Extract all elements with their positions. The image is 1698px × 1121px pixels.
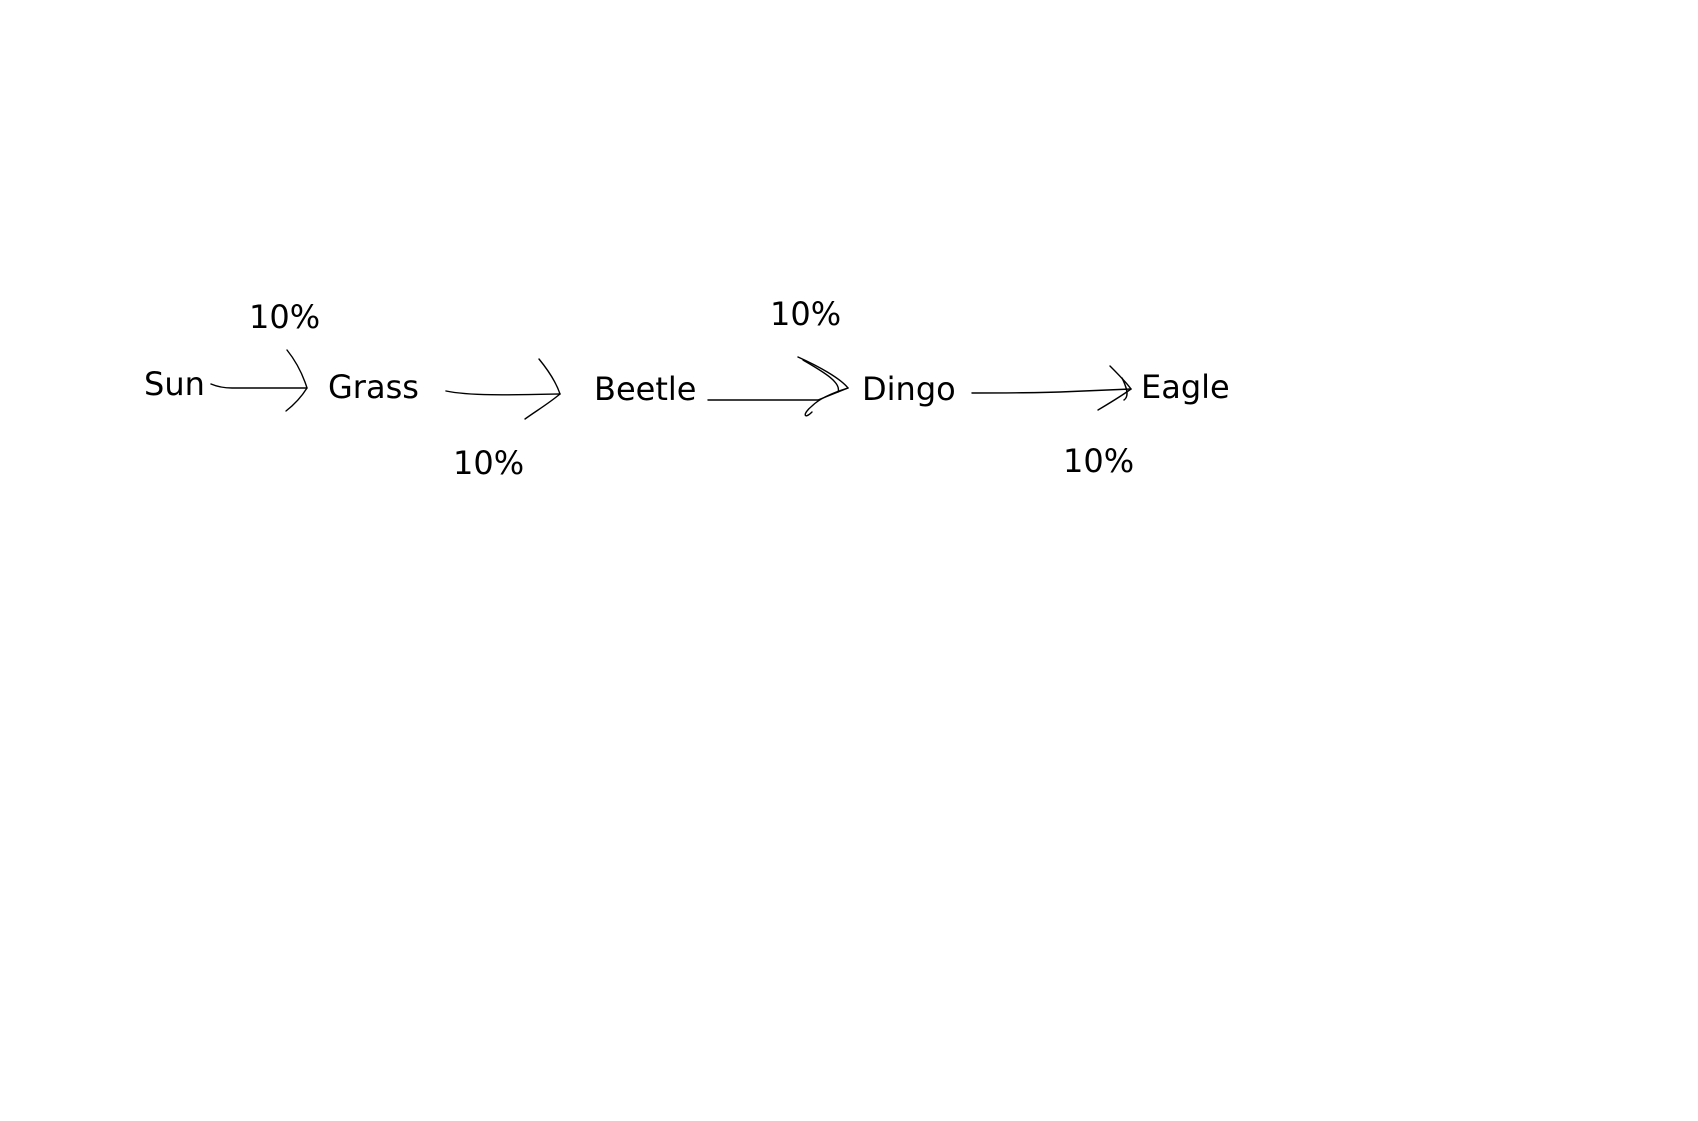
edge-label-dingo-eagle: 10%: [1063, 442, 1135, 480]
edge-label-beetle-dingo: 10%: [770, 295, 842, 333]
node-dingo: Dingo: [862, 370, 956, 408]
node-beetle: Beetle: [594, 370, 697, 408]
node-grass: Grass: [328, 368, 419, 406]
arrow-beetle-dingo: [707, 356, 849, 417]
edge-label-sun-grass: 10%: [249, 298, 321, 336]
arrow-sun-grass: [210, 349, 308, 412]
arrow-grass-beetle: [445, 358, 561, 420]
arrow-dingo-eagle: [971, 365, 1132, 411]
node-eagle: Eagle: [1141, 368, 1230, 406]
edge-label-grass-beetle: 10%: [453, 444, 525, 482]
node-sun: Sun: [144, 365, 205, 403]
